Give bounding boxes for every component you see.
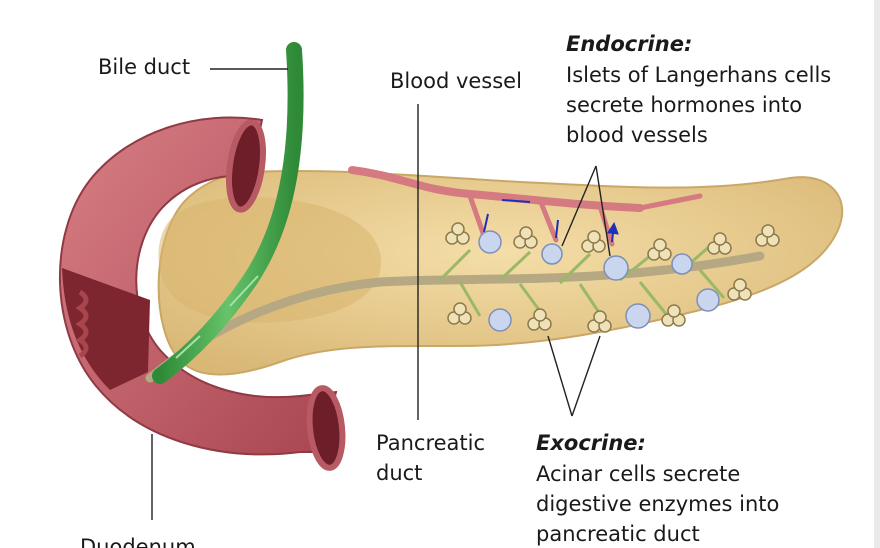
duodenum-label: Duodenum (80, 535, 196, 548)
bile-duct-label: Bile duct (98, 55, 191, 79)
exocrine-line-1: Acinar cells secrete (536, 462, 741, 486)
blood-vessel-label: Blood vessel (390, 69, 522, 93)
blood-vessel-branches (467, 193, 703, 247)
pancreatic-duct-label-line-1: Pancreatic (376, 431, 486, 455)
right-edge-divider (874, 0, 880, 548)
duodenum-upper-opening (226, 119, 266, 213)
exocrine-line-2: digestive enzymes into (536, 492, 780, 516)
duct-branches (438, 244, 726, 323)
islets-of-langerhans (478, 230, 720, 332)
endocrine-line-3: blood vessels (566, 123, 708, 147)
bile-duct-tube (152, 42, 304, 384)
duodenum-lower-opening (306, 385, 346, 471)
endocrine-line-2: secrete hormones into (566, 93, 803, 117)
bile-flow-arrows (175, 275, 259, 359)
endocrine-title: Endocrine: (566, 32, 693, 56)
endocrine-line-1: Islets of Langerhans cells (566, 63, 832, 87)
duodenum-folds (75, 289, 89, 359)
blood-flow-arrows (483, 199, 614, 243)
exocrine-line-3: pancreatic duct (536, 522, 700, 546)
acinar-clusters (445, 222, 780, 333)
pancreatic-duct-label-line-2: duct (376, 461, 423, 485)
leader-lines (151, 68, 611, 520)
exocrine-title: Exocrine: (536, 431, 646, 455)
